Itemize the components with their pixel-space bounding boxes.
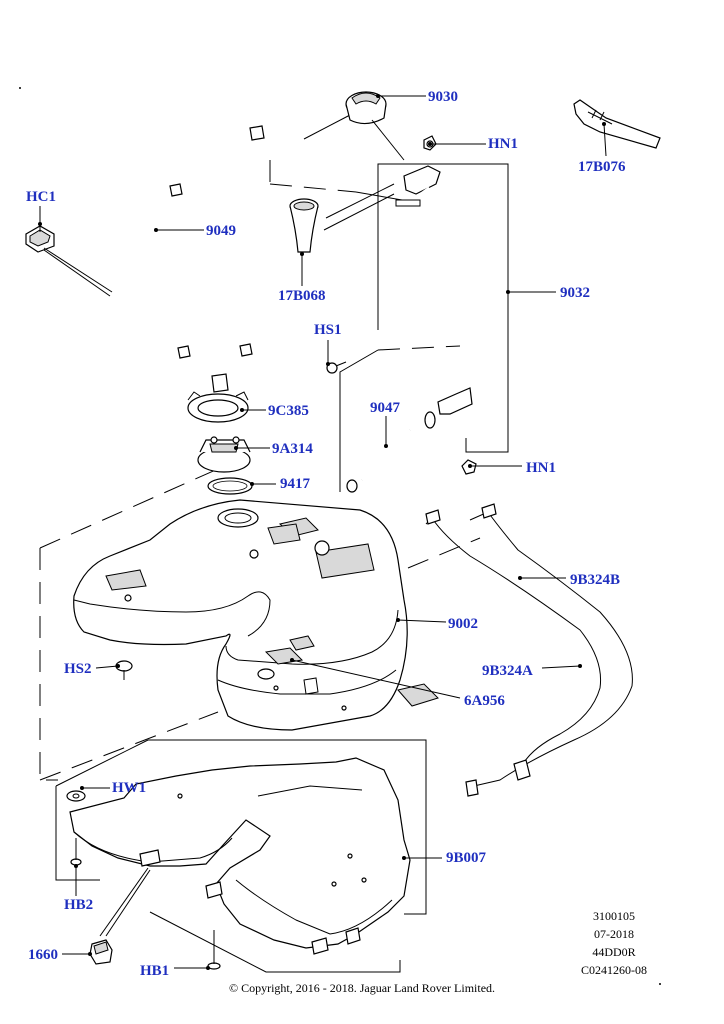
heat-shield-9b007[interactable] [69, 757, 411, 955]
funnel-17b068[interactable] [289, 183, 395, 253]
pump-9a314[interactable] [197, 436, 251, 473]
pad-6a956[interactable] [397, 683, 439, 707]
clip-hc1[interactable] [25, 222, 55, 253]
callout-9417[interactable]: 9417 [280, 476, 310, 492]
reference-frames [39, 160, 509, 973]
callout-hb2[interactable]: HB2 [64, 897, 94, 913]
callout-hs1[interactable]: HS1 [314, 322, 342, 338]
seal-9417[interactable] [207, 477, 253, 495]
callout-9049[interactable]: 9049 [206, 223, 236, 239]
bracket-17b076[interactable] [573, 99, 661, 149]
callout-9b324b[interactable]: 9B324B [570, 572, 621, 588]
leader-lines [19, 87, 661, 985]
filler-neck-9032[interactable] [395, 165, 489, 415]
callout-9030[interactable]: 9030 [428, 89, 458, 105]
callout-9032[interactable]: 9032 [560, 285, 590, 301]
callout-hn1-lower[interactable]: HN1 [526, 460, 556, 476]
callout-9047[interactable]: 9047 [370, 400, 400, 416]
fuel-pipes-9b324[interactable] [425, 503, 633, 797]
callout-9002[interactable]: 9002 [448, 616, 478, 632]
diagram-code-2: 44DD0R [592, 945, 636, 959]
stud-hs2[interactable] [115, 660, 133, 680]
copyright-notice: © Copyright, 2016 - 2018. Jaguar Land Ro… [228, 981, 496, 995]
fuel-tank-9002[interactable] [73, 499, 408, 731]
diagram-code-3: C0241260-08 [581, 963, 647, 977]
bolt-hb1[interactable] [207, 930, 221, 970]
callout-hw1[interactable]: HW1 [112, 780, 147, 796]
callout-hc1[interactable]: HC1 [26, 189, 56, 205]
lock-ring-9c385[interactable] [187, 391, 249, 423]
diagram-code-1: 3100105 [593, 909, 635, 923]
hose-9047[interactable] [346, 411, 436, 493]
callout-17b076[interactable]: 17B076 [578, 159, 626, 175]
washer-hw1[interactable] [66, 790, 86, 802]
callout-9b007[interactable]: 9B007 [446, 850, 487, 866]
callout-9a314[interactable]: 9A314 [272, 441, 313, 457]
screw-hs1[interactable] [326, 361, 347, 374]
callout-1660[interactable]: 1660 [28, 947, 58, 963]
diagram-date: 07-2018 [594, 927, 634, 941]
callout-9b324a[interactable]: 9B324A [482, 663, 533, 679]
bolt-hb2[interactable] [70, 838, 82, 866]
filler-cap-9030[interactable] [303, 91, 405, 161]
clip-1660[interactable] [89, 867, 151, 965]
callout-hs2[interactable]: HS2 [64, 661, 92, 677]
callout-9c385[interactable]: 9C385 [268, 403, 309, 419]
callout-hb1[interactable]: HB1 [140, 963, 170, 979]
callout-6a956[interactable]: 6A956 [464, 693, 505, 709]
callout-17b068[interactable]: 17B068 [278, 288, 326, 304]
vent-hose-9049[interactable] [115, 125, 265, 393]
callout-hn1-top[interactable]: HN1 [488, 136, 518, 152]
